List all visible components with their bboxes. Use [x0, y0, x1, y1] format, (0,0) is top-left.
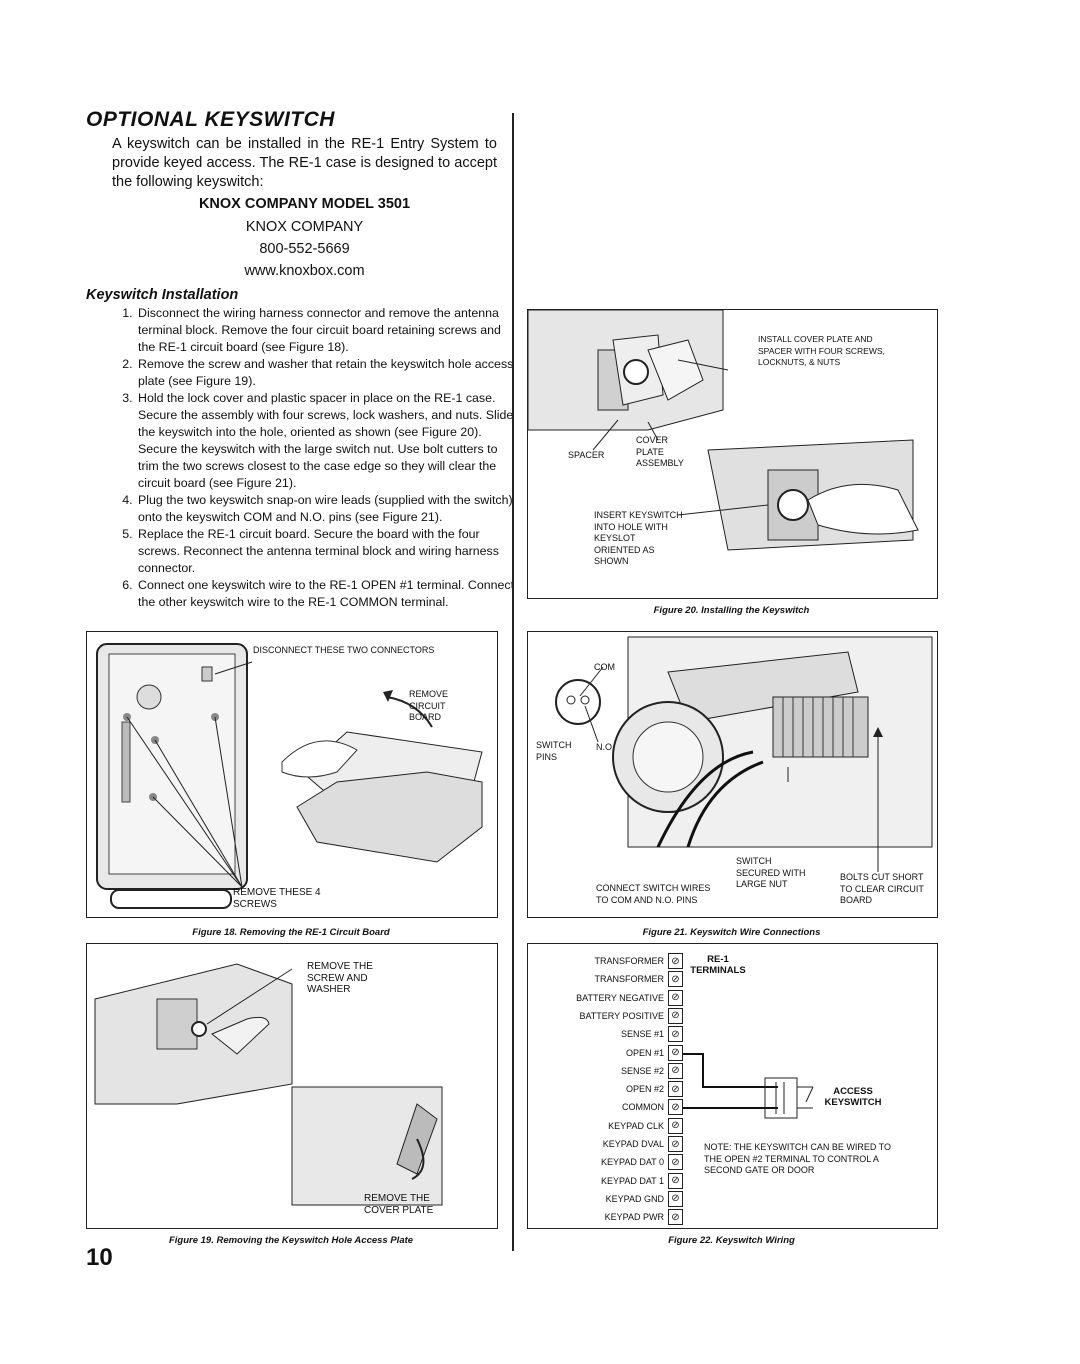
terminal-label: Transformer	[594, 974, 665, 985]
label-switch-secured: Switch secured with large nut	[736, 856, 806, 889]
label-cover-plate: Cover plate assembly	[636, 435, 684, 468]
terminal-label: Transformer	[594, 956, 665, 966]
figure-22-caption: Figure 22. Keyswitch Wiring	[668, 1235, 795, 1246]
wiring-diagram	[683, 1053, 814, 1119]
installation-steps: Disconnect the wiring harness connector …	[112, 305, 521, 611]
label-install-text: Install cover plate and spacer with four…	[758, 334, 885, 367]
figure-20-caption: Figure 20. Installing the Keyswitch	[653, 605, 810, 616]
terminal-label: Sense #1	[620, 1029, 664, 1040]
terminal-screw-icon: ⊘	[668, 1007, 683, 1024]
section-title: Optional Keyswitch	[86, 108, 335, 131]
terminal-row: Battery Negative ⊘	[574, 989, 683, 1007]
terminal-screw-icon: ⊘	[668, 1099, 683, 1116]
wire-connections-illustration	[555, 636, 933, 872]
label-remove-plate: Remove the cover plate	[364, 1193, 434, 1216]
step-5: Replace the RE-1 circuit board. Secure t…	[136, 526, 521, 577]
label-no: N.O.	[596, 742, 615, 752]
terminal-label: Common	[622, 1102, 664, 1113]
terminal-label: Keypad DAT 1	[600, 1175, 664, 1186]
step-3: Hold the lock cover and plastic spacer i…	[136, 390, 521, 492]
step-1: Disconnect the wiring harness connector …	[136, 305, 521, 356]
terminal-label: Open #2	[625, 1084, 664, 1095]
company-name: KNOX COMPANY	[245, 219, 364, 235]
terminal-row: Open #2 ⊘	[574, 1080, 683, 1098]
terminal-row: Keypad PWR ⊘	[574, 1208, 683, 1226]
figure-22: Transformer⊘Transformer⊘Battery Negative…	[527, 943, 938, 1229]
terminals-heading: RE-1 TERMINALS	[690, 954, 746, 976]
terminal-screw-icon: ⊘	[668, 1209, 683, 1226]
label-connect-wires: Connect switch wires to COM and N.O. pin…	[596, 883, 711, 905]
terminal-screw-icon: ⊘	[668, 971, 683, 988]
circuit-board-illustration	[96, 643, 483, 909]
label-spacer: Spacer	[568, 450, 605, 460]
terminal-screw-icon: ⊘	[668, 989, 683, 1006]
terminal-row: Common ⊘	[574, 1098, 683, 1116]
terminal-screw-icon: ⊘	[668, 1136, 683, 1152]
figure-20: Install cover plate and spacer with four…	[527, 309, 938, 599]
terminal-label: Keypad DVAL	[602, 1139, 664, 1149]
terminal-label: Keypad GND	[605, 1193, 664, 1204]
terminal-row: Battery Positive ⊘	[574, 1007, 683, 1025]
wiring-note: Note: The keyswitch can be wired to the …	[704, 1142, 892, 1175]
figure-19: Remove the screw and washer Remove the c…	[86, 943, 498, 1229]
terminal-row: Open #1 ⊘	[574, 1044, 683, 1062]
figure-18: Disconnect these two connectors Remove c…	[86, 631, 498, 918]
keyswitch-install-illustration	[528, 310, 919, 551]
terminal-row: Keypad DAT 1 ⊘	[574, 1172, 683, 1190]
label-remove-screws: Remove these 4 screws	[233, 887, 321, 910]
page-number: 10	[86, 1244, 113, 1271]
phone-number: 800-552-5669	[259, 241, 350, 257]
figure-18-caption: Figure 18. Removing the RE-1 Circuit Boa…	[192, 927, 390, 938]
terminal-screw-icon: ⊘	[668, 1081, 683, 1098]
label-com: COM	[594, 662, 615, 672]
terminal-label: Battery Negative	[576, 992, 664, 1003]
figure-19-caption: Figure 19. Removing the Keyswitch Hole A…	[168, 1235, 414, 1246]
terminal-label: Keypad DAT 0	[600, 1157, 664, 1168]
step-2: Remove the screw and washer that retain …	[136, 356, 521, 390]
terminal-row: Keypad CLK ⊘	[574, 1117, 683, 1135]
terminal-row: Sense #2 ⊘	[574, 1062, 683, 1080]
figure-21: COM N.O. Switch pins Connect switch wire…	[527, 631, 938, 918]
step-6: Connect one keyswitch wire to the RE-1 O…	[136, 577, 521, 611]
terminal-row: Keypad DAT 0 ⊘	[574, 1153, 683, 1171]
access-keyswitch-label: ACCESS KEYSWITCH	[824, 1086, 882, 1108]
label-switch-pins: Switch pins	[536, 740, 572, 762]
terminal-row: Transformer⊘	[574, 970, 683, 988]
label-disconnect: Disconnect these two connectors	[253, 645, 435, 655]
intro-paragraph: A keyswitch can be installed in the RE-1…	[112, 136, 497, 190]
figure-21-caption: Figure 21. Keyswitch Wire Connections	[642, 927, 821, 938]
label-bolts-cut: Bolts cut short to clear circuit board	[840, 872, 924, 905]
terminal-screw-icon: ⊘	[668, 1172, 683, 1189]
terminal-row: Sense #1 ⊘	[574, 1025, 683, 1043]
terminal-screw-icon: ⊘	[668, 1154, 683, 1171]
terminal-label: Keypad CLK	[608, 1120, 664, 1131]
label-remove-screw: Remove the screw and washer	[307, 961, 373, 995]
terminal-row: Transformer⊘	[574, 952, 683, 970]
subheading: Keyswitch Installation	[86, 287, 239, 303]
terminal-screw-icon: ⊘	[668, 953, 683, 969]
label-install-cover: Install cover plate and spacer with four…	[758, 334, 908, 369]
column-divider	[512, 113, 514, 1251]
terminal-screw-icon: ⊘	[668, 1062, 683, 1079]
terminal-row: Keypad DVAL ⊘	[574, 1135, 683, 1153]
access-plate-illustration	[94, 963, 443, 1206]
model-heading: KNOX COMPANY MODEL 3501	[198, 196, 411, 212]
terminal-row: Keypad GND ⊘	[574, 1190, 683, 1208]
terminal-screw-icon: ⊘	[668, 1190, 683, 1207]
terminal-screw-icon: ⊘	[668, 1026, 683, 1043]
step-4: Plug the two keyswitch snap-on wire lead…	[136, 492, 521, 526]
terminal-label: Battery Positive	[579, 1010, 664, 1021]
label-remove-board: Remove circuit board	[409, 689, 449, 722]
terminal-label: Keypad PWR	[604, 1212, 664, 1223]
label-insert: Insert keyswitch into hole with keyslot …	[594, 510, 683, 566]
terminal-screw-icon: ⊘	[668, 1117, 683, 1134]
terminal-label: Sense #2	[620, 1065, 664, 1076]
terminal-label: Open #1	[625, 1047, 664, 1058]
website: www.knoxbox.com	[244, 263, 365, 279]
terminal-screw-icon: ⊘	[668, 1044, 683, 1061]
